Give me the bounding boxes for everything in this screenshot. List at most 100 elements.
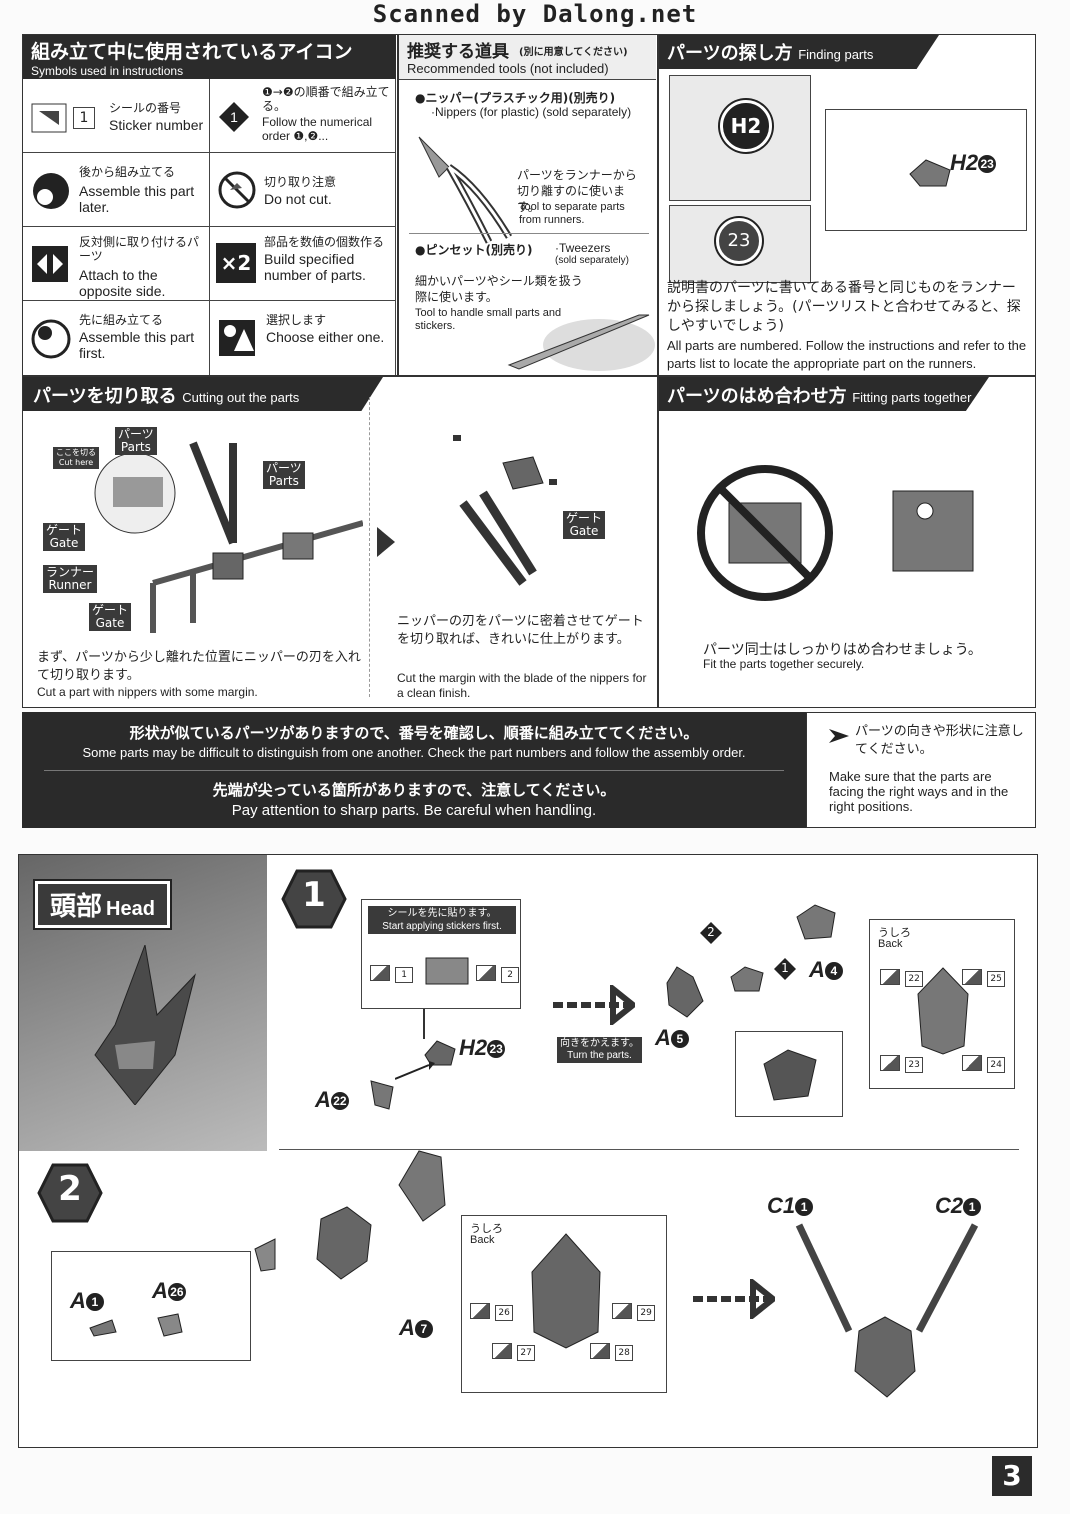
numerical-order-icon: 1 (218, 101, 250, 137)
tools-title-note: (別に用意してください) (519, 47, 628, 58)
cutting-title: パーツを切り取る (33, 386, 177, 407)
cutting-step1-en: Cut a part with nippers with some margin… (37, 685, 258, 699)
icon-jp-first: 先に組み立てる (79, 313, 164, 327)
fitting-header: パーツのはめ合わせ方 Fitting parts together (659, 377, 989, 411)
step1-part-a4-inner (727, 965, 767, 999)
step2-number: 2 (58, 1169, 82, 1209)
step1-sticker-b: 2 (476, 962, 520, 983)
fitting-desc-en: Fit the parts together securely. (703, 657, 865, 671)
icon-cell-nocut: 切り取り注意 Do not cut. (210, 153, 396, 227)
warning-line2-en: Pay attention to sharp parts. Be careful… (231, 802, 597, 819)
tools-header: 推奨する道具 (別に用意してください) Recommended tools (n… (399, 35, 656, 80)
step1-badge: 1 (281, 869, 347, 933)
finding-desc-jp: 説明書のパーツに書いてある番号と同じものをランナーから探しましょう。(パーツリス… (667, 280, 1021, 334)
icons-subtitle: Symbols used in instructions (31, 64, 184, 78)
assemble-first-icon (31, 319, 71, 363)
step1-callout-line (423, 1009, 425, 1039)
warning-line2-jp: 先端が尖っている箇所がありますので、注意してください。 (212, 781, 616, 799)
step1-sticker-part (422, 952, 472, 992)
step1-part-a4-top (793, 903, 839, 947)
assemble-later-icon (31, 171, 71, 215)
head-preview (75, 943, 235, 1109)
back-sticker-27: 27 (492, 1340, 536, 1361)
fitting-subtitle: Fitting parts together (852, 390, 972, 405)
opposite-side-icon (31, 245, 69, 287)
step1-order-2: 2 (699, 921, 723, 949)
icon-en-opposite: Attach to the opposite side. (79, 267, 166, 299)
warning-line1-en: Some parts may be difficult to distingui… (82, 745, 746, 760)
finding-title: パーツの探し方 (667, 43, 793, 64)
icon-en-sticker: Sticker number (109, 117, 204, 133)
multiply-icon: ×2 (216, 243, 256, 283)
icon-en-multiply: Build specified number of parts. (264, 251, 366, 283)
cutting-header: パーツを切り取る Cutting out the parts (23, 377, 383, 411)
turn-arrow-icon (553, 982, 638, 1029)
correct-fit-illustration (885, 481, 981, 585)
icon-jp-multiply: 部品を数値の個数作る (264, 235, 385, 249)
cutting-illustration-1 (43, 423, 364, 633)
incorrect-fit-illustration (695, 463, 835, 607)
step1-result-part (758, 1046, 822, 1108)
step2-back-panel: うしろ Back 26 29 27 28 (461, 1215, 667, 1393)
step2-part-a1 (88, 1318, 118, 1342)
icon-jp-sticker: シールの番号 (109, 101, 182, 115)
warning-bar: 形状が似ているパーツがありますので、番号を確認し、順番に組み立ててください。 S… (22, 712, 806, 828)
back-sticker-25: 25 (962, 966, 1006, 987)
tweezers-desc-en: Tool to handle small parts and stickers. (415, 307, 562, 332)
tools-panel: 推奨する道具 (別に用意してください) Recommended tools (n… (398, 34, 658, 376)
step1-back-en: Back (878, 938, 903, 950)
direction-arrow-icon (829, 727, 849, 749)
tweezers-desc-jp: 細かいパーツやシール類を扱う際に使います。 (415, 274, 583, 304)
step1-sticker-panel: シールを先に貼ります。Start applying stickers first… (361, 899, 521, 1009)
tweezers-illustration (489, 295, 659, 379)
step2-part-a26 (156, 1312, 184, 1342)
cutting-subtitle: Cutting out the parts (182, 390, 300, 405)
runner-part-circle: 23 (716, 218, 762, 264)
step1-sticker-note: シールを先に貼ります。Start applying stickers first… (368, 906, 516, 934)
icon-cell-later: 後から組み立てる Assemble this part later. (23, 153, 210, 227)
warning-divider (44, 770, 784, 771)
step1-number: 1 (302, 875, 326, 915)
finding-header: パーツの探し方 Finding parts (659, 35, 939, 69)
warning-side-panel: パーツの向きや形状に注意してください。 Make sure that the p… (806, 712, 1036, 828)
back-sticker-28: 28 (590, 1340, 634, 1361)
runner-tag-h2: H2 (720, 100, 772, 152)
icon-en-choose: Choose either one. (266, 329, 385, 345)
warning-side-en: Make sure that the parts are facing the … (829, 769, 1009, 814)
step2-part-head (311, 1205, 375, 1285)
icon-jp-choose: 選択します (266, 313, 327, 327)
tweezers-title: ●ピンセット(別売り) (415, 243, 533, 257)
scan-credit: Scanned by Dalong.net (372, 0, 698, 28)
step2-back-part (524, 1232, 608, 1356)
cutting-next-arrow (377, 527, 395, 561)
sticker-number-box: 1 (73, 107, 95, 129)
tools-divider (409, 233, 649, 234)
icon-cell-opposite: 反対側に取り付けるパーツ Attach to the opposite side… (23, 227, 210, 301)
svg-text:1: 1 (230, 109, 238, 125)
nippers-illustration (409, 127, 519, 251)
icon-jp-order: ❶→❷の順番で組み立てる。 (262, 85, 390, 113)
step2-next-arrow (693, 1276, 778, 1323)
step1-part-a22 (367, 1079, 397, 1115)
step1-back-panel: うしろ Back 22 25 23 24 (869, 919, 1015, 1089)
step1-back-jp: うしろ (878, 926, 911, 939)
icon-cell-choose: 選択します Choose either one. (210, 301, 396, 375)
step2-back-en: Back (470, 1234, 495, 1246)
step1-assembly-arrow (394, 1061, 435, 1085)
part-shape (906, 156, 956, 194)
